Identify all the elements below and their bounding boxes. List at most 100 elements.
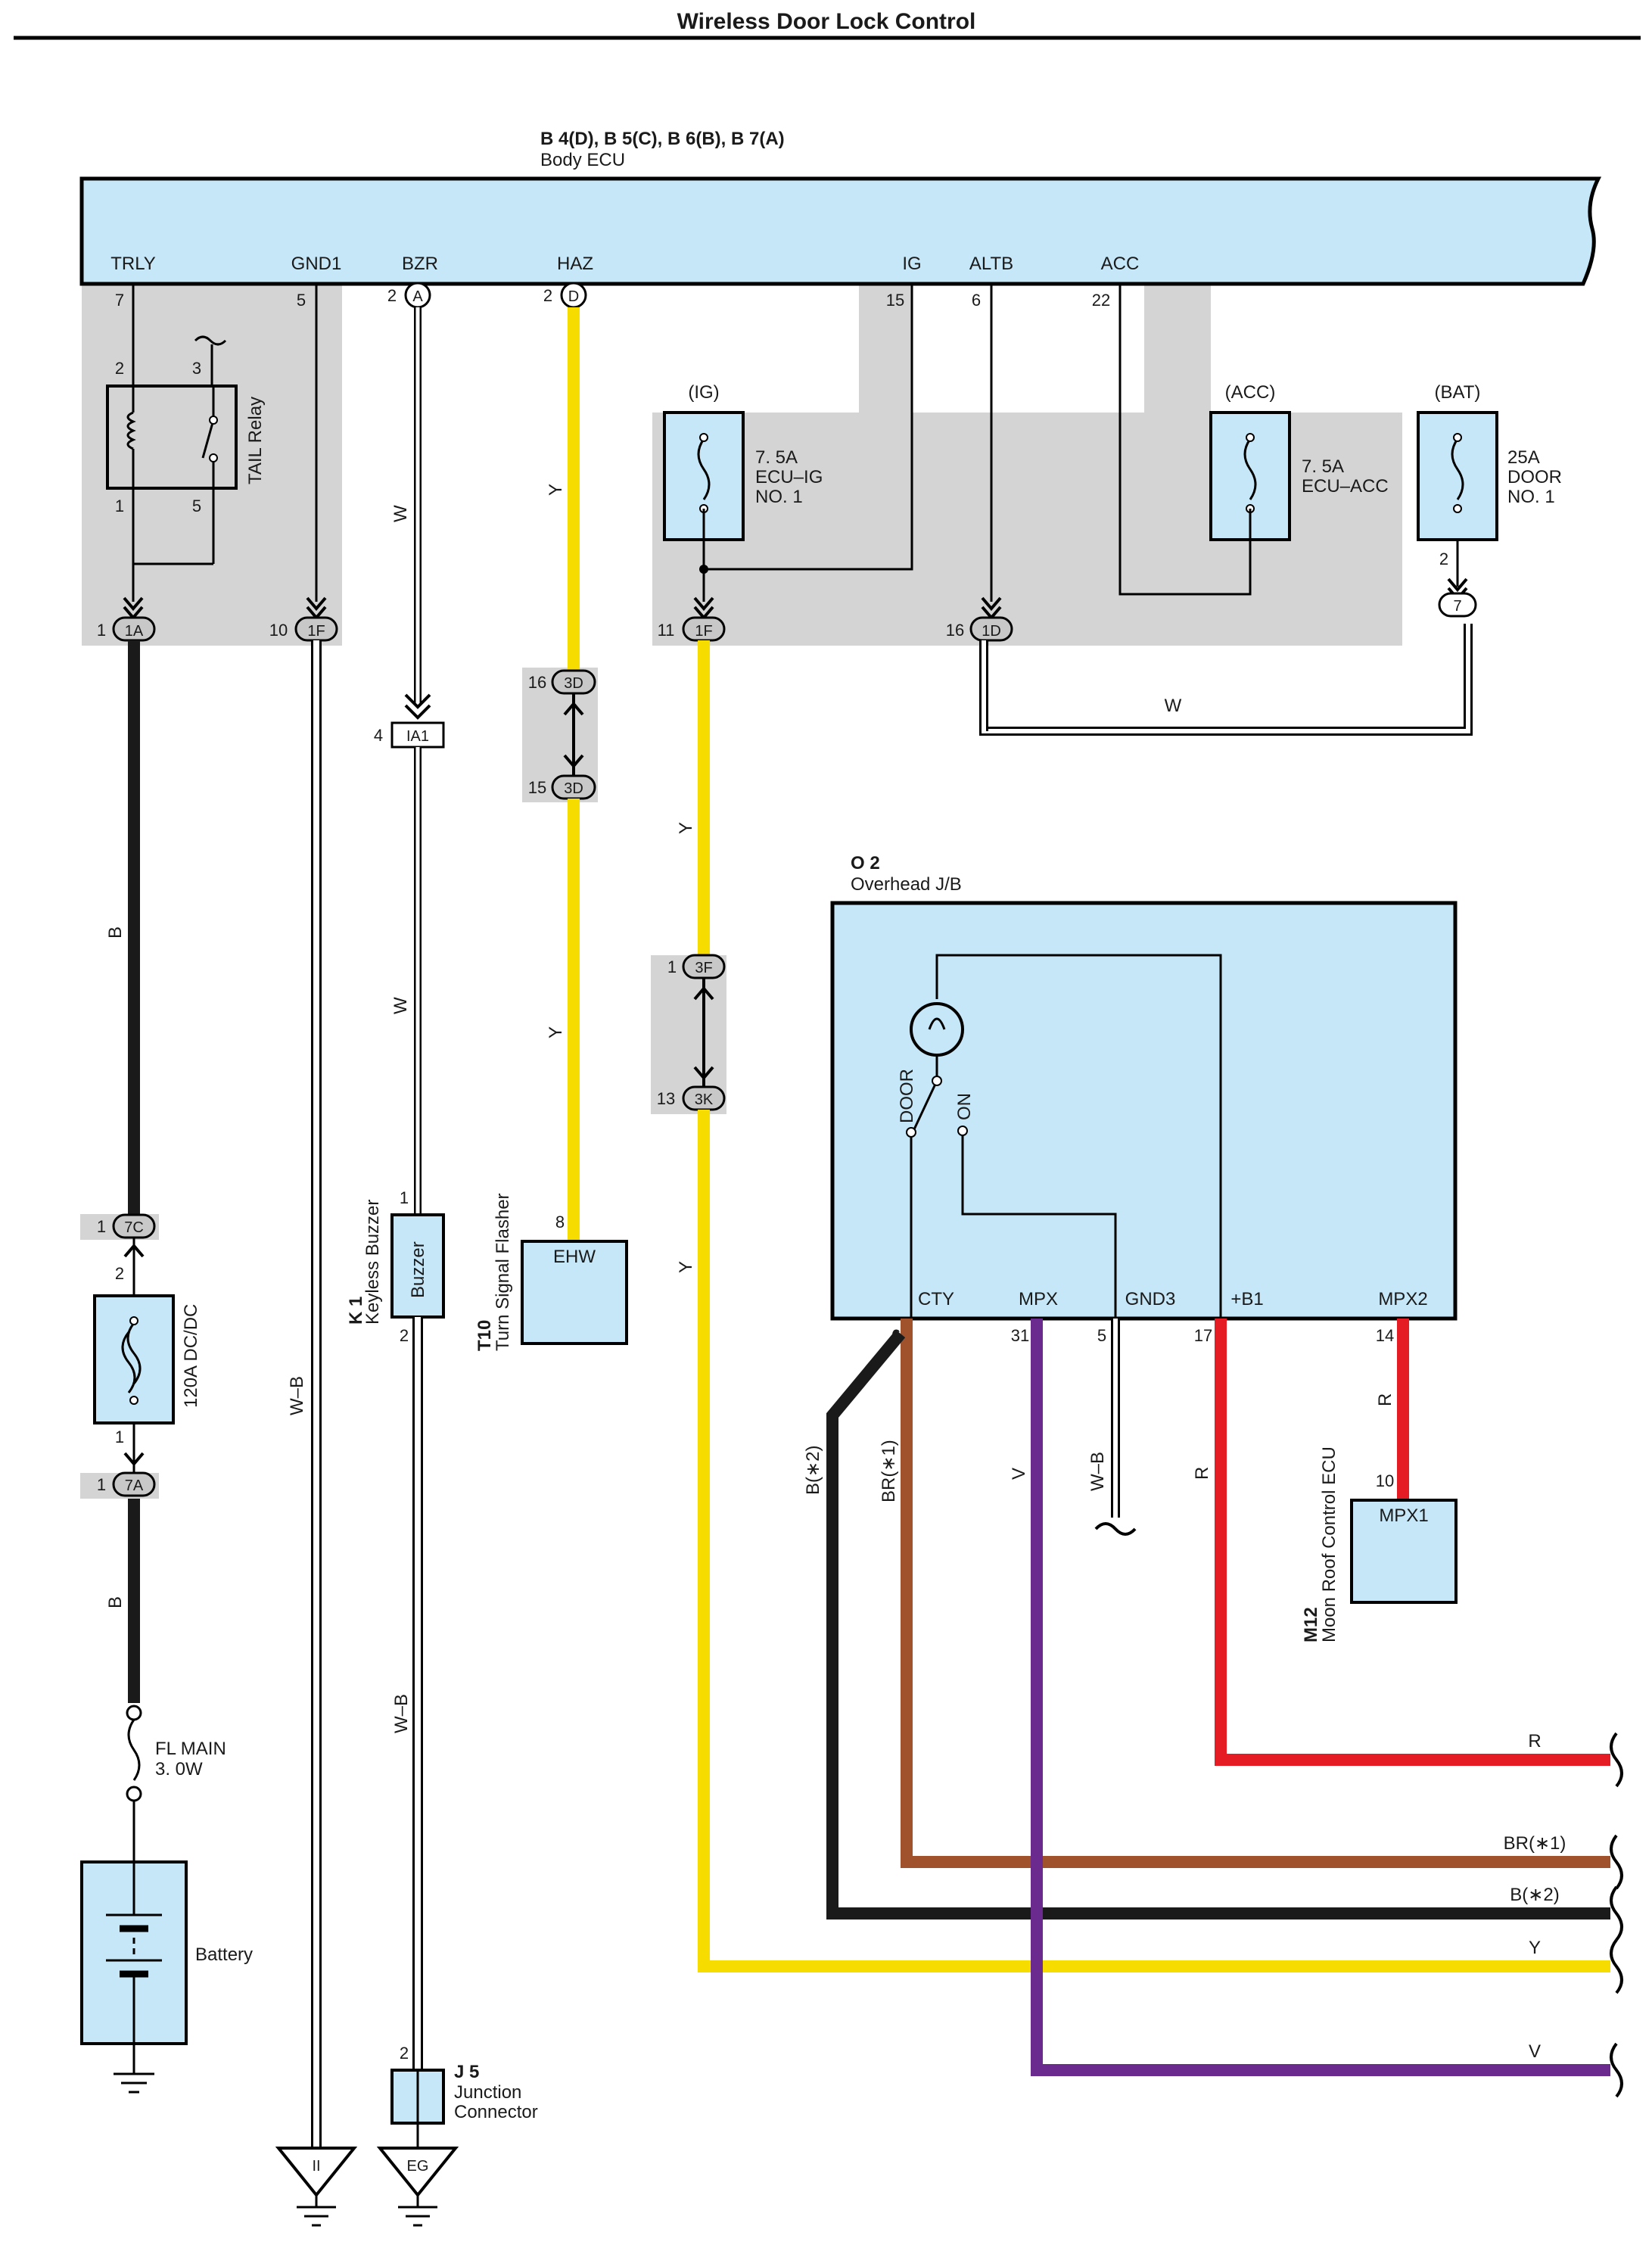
output-label-br: BR(∗1) (1504, 1833, 1566, 1854)
fuse-terminal (1246, 433, 1255, 442)
haz-connector-d-label: D (568, 288, 579, 305)
overhead-jb-internal (910, 954, 1222, 1319)
connector-3d-bottom-label: 3D (564, 780, 583, 797)
wire-wb-label-buzzer: W–B (391, 1694, 412, 1733)
turn-signal-flasher-name: Turn Signal Flasher (493, 1193, 513, 1351)
wire-y-ig-lower (698, 1110, 1610, 1972)
overhead-terminal-gnd3: GND3 (1125, 1289, 1176, 1309)
fuse-bat-name-1: 25A (1507, 447, 1540, 468)
pin-flasher: 8 (555, 1213, 565, 1231)
wire-b-cty (826, 1329, 1610, 1920)
pin-bzr: 2 (387, 286, 397, 305)
relay-pin-3: 3 (192, 359, 201, 378)
switch-contact-on (957, 1126, 968, 1136)
pin-haz: 2 (543, 286, 552, 305)
wire-y-label-haz-2: Y (546, 1026, 566, 1038)
pin-3d-bottom: 15 (528, 778, 546, 797)
terminal-bzr: BZR (402, 254, 438, 274)
ground-ii-label: II (312, 2158, 320, 2175)
fuse-ig-name-1: 7. 5A (755, 447, 798, 468)
connector-3f-3k-link (693, 978, 714, 1087)
overhead-jb-code: O 2 (851, 853, 880, 873)
pin-fuse-bot: 1 (115, 1428, 124, 1446)
fuse-acc-element (1243, 438, 1257, 500)
wire-y-label-ig-1: Y (676, 822, 696, 834)
connector-3k-label: 3K (695, 1091, 714, 1108)
connector-1d-label: 1D (982, 623, 1001, 640)
relay-contact (209, 453, 218, 462)
wire-v-mpx (1031, 1319, 1610, 2076)
terminal-trly: TRLY (110, 254, 156, 274)
overhead-terminal-mpx2: MPX2 (1378, 1289, 1427, 1309)
body-ecu-code: B 4(D), B 5(C), B 6(B), B 7(A) (540, 129, 785, 149)
fl-main-link (126, 1705, 142, 1862)
pin-mpx1: 10 (1376, 1471, 1394, 1490)
arrow-7a (123, 1452, 145, 1467)
relay-pin-5: 5 (192, 497, 201, 515)
connector-3f-label: 3F (695, 960, 712, 976)
connector-1d (969, 616, 1013, 642)
connector-ia1-label: IA1 (406, 728, 429, 745)
keyless-buzzer-code: K 1 (346, 1297, 366, 1325)
fuse-terminal (1453, 433, 1462, 442)
ground-ii-triangle (275, 2147, 358, 2198)
ground-eg-triangle (376, 2147, 459, 2198)
fuse-bat-tag: (BAT) (1435, 382, 1481, 403)
fuse-ig-tag: (IG) (688, 382, 719, 403)
wire-wb-label-gnd1: W–B (287, 1376, 307, 1415)
ground-eg-symbol (398, 2195, 437, 2227)
moon-roof-ecu-box (1350, 1499, 1458, 1604)
wire-w-label-2: W (390, 997, 411, 1014)
moon-roof-ecu-name: Moon Roof Control ECU (1319, 1446, 1339, 1642)
fuse-acc-name-1: 7. 5A (1302, 456, 1344, 477)
pin-mpx: 31 (1011, 1326, 1029, 1345)
fuse-terminal (1453, 504, 1462, 513)
overhead-jb-name: Overhead J/B (851, 874, 962, 895)
fuse-ig-name-3: NO. 1 (755, 487, 803, 507)
fuse-acc-name-2: ECU–ACC (1302, 476, 1389, 497)
pin-j5: 2 (400, 2044, 409, 2063)
connector-7 (1438, 592, 1477, 618)
keyless-buzzer-inner: Buzzer (408, 1241, 428, 1298)
keyless-buzzer-box (390, 1213, 445, 1319)
pin-1a: 1 (97, 621, 106, 640)
fl-main-label-1: FL MAIN (155, 1739, 226, 1759)
turn-signal-flasher-box (521, 1240, 628, 1345)
ground-ii-symbol (297, 2195, 336, 2227)
switch-on-label: ON (954, 1093, 975, 1120)
wire-wb-label-gnd3: W–B (1087, 1452, 1108, 1491)
pin-altb: 6 (972, 291, 981, 310)
turn-signal-flasher-terminal: EHW (553, 1247, 596, 1267)
pin-ia1: 4 (374, 726, 383, 745)
pin-acc: 22 (1092, 291, 1110, 310)
junction-name-2: Connector (454, 2102, 538, 2122)
pin-ig: 15 (886, 291, 904, 310)
relay-pin-2: 2 (115, 359, 124, 378)
fuse-bat-box (1417, 411, 1498, 541)
fuse-acc-tag: (ACC) (1225, 382, 1276, 403)
pin-mpx2: 14 (1376, 1326, 1394, 1345)
fuse-ig-element (697, 438, 711, 500)
wire-bat (1447, 540, 1468, 602)
output-label-b: B(∗2) (1510, 1885, 1559, 1905)
wire-w-altb-bat (979, 624, 1473, 736)
connector-1f-gnd-label: 1F (307, 623, 325, 640)
wire-r-b1 (1215, 1319, 1610, 1766)
body-ecu-name: Body ECU (540, 150, 625, 170)
wire-r-label-mpx2: R (1375, 1393, 1395, 1406)
wire-v-label: V (1009, 1468, 1029, 1480)
fuse-ig-name-2: ECU–IG (755, 467, 823, 487)
moon-roof-ecu-terminal: MPX1 (1379, 1505, 1428, 1526)
wire-b-label-2: B (105, 1596, 126, 1608)
relay-contact (209, 416, 218, 425)
overhead-terminal-mpx: MPX (1019, 1289, 1058, 1309)
connector-1f-ig-label: 1F (695, 623, 712, 640)
body-ecu-box (79, 176, 1602, 286)
connector-7a-label: 7A (125, 1477, 144, 1494)
terminal-altb: ALTB (969, 254, 1013, 274)
wire-break-marks (1610, 1732, 1623, 2098)
connector-7a (112, 1471, 156, 1497)
connector-7-label: 7 (1453, 598, 1461, 615)
wire-br1-label: BR(∗1) (879, 1440, 899, 1502)
junction-code: J 5 (454, 2062, 479, 2082)
